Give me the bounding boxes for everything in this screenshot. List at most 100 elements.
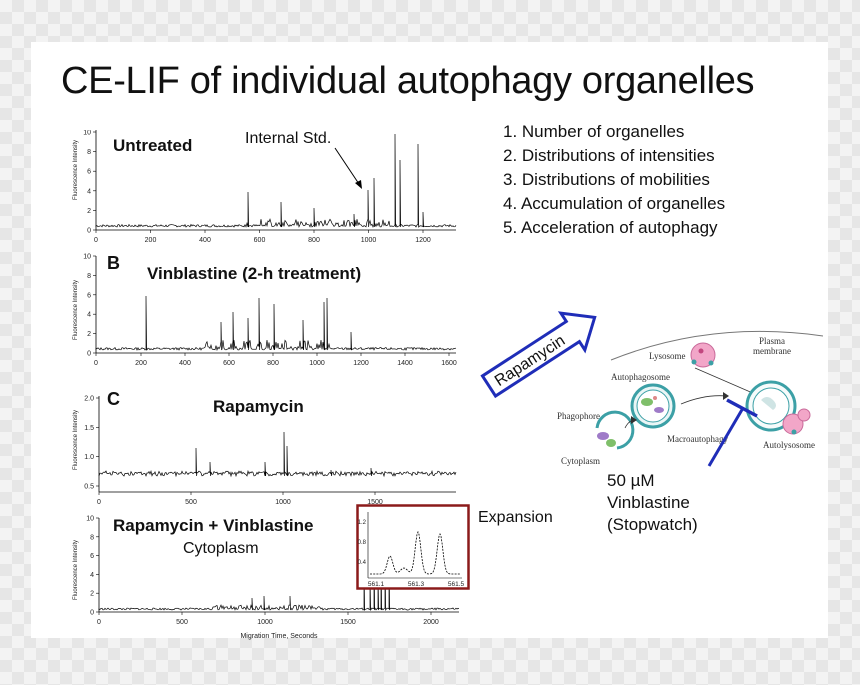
y-axis-label: Fluorescence Intensity (73, 140, 79, 200)
y-tick-label: 8 (87, 149, 91, 156)
inset-trace (370, 530, 460, 575)
x-axis-label: Migration Time, Seconds (240, 633, 318, 640)
trace-rapamycin (98, 431, 457, 478)
internal-std-annotation: Internal Std. (245, 130, 332, 147)
annotation-arrow (334, 147, 362, 189)
slide: CE-LIF of individual autophagy organelle… (31, 42, 828, 640)
phagophore (595, 410, 635, 450)
x-tick-label: 500 (176, 619, 188, 626)
plasma-membrane-line (610, 330, 823, 361)
trace-vinblastine (95, 295, 457, 352)
y-tick-label: 6 (87, 292, 91, 299)
y-tick-label: 10 (83, 130, 91, 137)
x-tick-label: 1000 (361, 237, 377, 244)
y-axis-label: Fluorescence Intensity (73, 410, 79, 470)
x-tick-label: 1600 (441, 360, 457, 367)
x-tick-label: 1200 (353, 360, 369, 367)
y-tick-label: 10 (86, 516, 94, 523)
panel-sublabel-cytoplasm: Cytoplasm (183, 540, 259, 557)
x-tick-label: 2000 (423, 619, 439, 626)
macroautophagy-label: Macroautophagy (667, 434, 728, 444)
x-tick-label: 800 (267, 360, 279, 367)
inset-x-tick: 561.5 (448, 581, 465, 588)
x-tick-label: 600 (254, 237, 266, 244)
list-item: 4. Accumulation of organelles (503, 194, 726, 213)
inset-border (356, 504, 470, 590)
y-tick-label: 10 (83, 254, 91, 261)
x-tick-label: 800 (308, 237, 320, 244)
y-tick-label: 0 (90, 610, 94, 617)
lysosome-label: Lysosome (649, 351, 686, 361)
vinblastine-role: (Stopwatch) (607, 515, 698, 534)
autolysosome-label: Autolysosome (763, 440, 815, 450)
trace-rapamycin-vinblastine (98, 541, 460, 612)
panel-label-rapamycin: Rapamycin (213, 397, 304, 416)
inset-y-tick: 1.2 (358, 520, 367, 526)
arrow-shape (480, 311, 597, 399)
x-tick-label: 400 (199, 237, 211, 244)
y-tick-label: 2 (87, 331, 91, 338)
membrane-label: membrane (753, 346, 791, 356)
inset-y-tick: 0.4 (358, 560, 367, 566)
x-tick-label: 1500 (367, 499, 383, 506)
y-tick-label: 6 (90, 553, 94, 560)
x-tick-label: 0 (94, 360, 98, 367)
phagophore-label: Phagophore (557, 411, 600, 421)
x-tick-label: 1500 (340, 619, 356, 626)
x-ticks: 0 500 1000 1500 (97, 492, 383, 506)
list-item: 1. Number of organelles (503, 122, 685, 141)
findings-list: 1. Number of organelles 2. Distributions… (503, 120, 725, 240)
page-title: CE-LIF of individual autophagy organelle… (61, 60, 755, 102)
panel-label-rapamycin-vinblastine: Rapamycin + Vinblastine (113, 516, 314, 535)
list-item: 2. Distributions of intensities (503, 146, 715, 165)
expansion-label: Expansion (478, 509, 553, 526)
x-tick-label: 200 (145, 237, 157, 244)
y-tick-label: 0.5 (84, 484, 94, 491)
plasma-label: Plasma (759, 336, 785, 346)
x-tick-label: 0 (97, 499, 101, 506)
rapamycin-arrow: Rapamycin (480, 311, 597, 399)
x-tick-label: 1400 (397, 360, 413, 367)
panel-label-vinblastine: Vinblastine (2-h treatment) (147, 264, 362, 283)
inset-x-ticks: 561.1 561.3 561.5 (368, 581, 465, 588)
list-item: 3. Distributions of mobilities (503, 170, 710, 189)
y-tick-label: 2 (87, 208, 91, 215)
x-tick-label: 600 (223, 360, 235, 367)
x-tick-label: 1000 (275, 499, 291, 506)
y-tick-label: 0 (87, 351, 91, 358)
x-tick-label: 400 (179, 360, 191, 367)
x-tick-label: 1000 (257, 619, 273, 626)
expansion-inset: 1.2 0.8 0.4 561.1 561.3 561.5 (356, 504, 470, 590)
vinblastine-note: 50 µM Vinblastine (Stopwatch) (607, 470, 698, 536)
panel-letter-b: B (107, 253, 120, 273)
autophagy-diagram: Plasma membrane Lysosome Autophagosome P… (557, 330, 823, 467)
lysosome (690, 342, 716, 368)
inset-x-tick: 561.3 (408, 581, 425, 588)
inset-x-tick: 561.1 (368, 581, 385, 588)
y-tick-label: 1.5 (84, 425, 94, 432)
x-tick-label: 0 (94, 237, 98, 244)
inset-y-tick: 0.8 (358, 540, 367, 546)
y-axis-label: Fluorescence Intensity (73, 540, 79, 600)
vinblastine-dose: 50 µM (607, 471, 655, 490)
list-item: 5. Acceleration of autophagy (503, 218, 718, 237)
y-tick-label: 2 (90, 591, 94, 598)
panel-label-untreated: Untreated (113, 136, 193, 155)
y-tick-label: 6 (87, 169, 91, 176)
y-tick-label: 4 (87, 312, 91, 319)
y-ticks: 0.51.01.52.0 (84, 396, 99, 491)
inhibition-line (707, 407, 745, 467)
cytoplasm-label: Cytoplasm (561, 456, 600, 466)
x-tick-label: 500 (185, 499, 197, 506)
y-tick-label: 1.0 (84, 454, 94, 461)
y-tick-label: 8 (87, 273, 91, 280)
